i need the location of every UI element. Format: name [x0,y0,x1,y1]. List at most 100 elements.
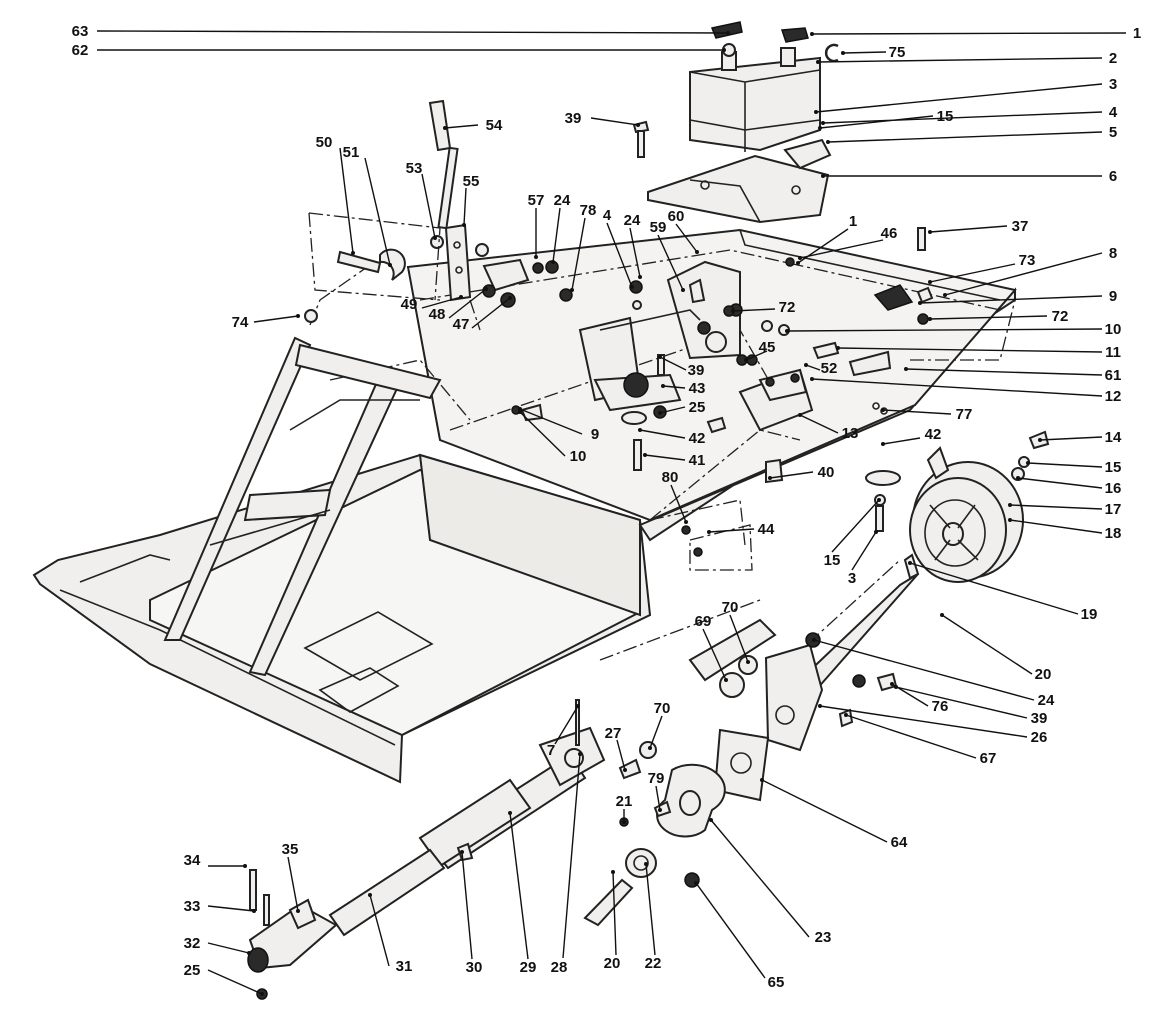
leader-dot [636,123,640,127]
callout-label-64: 64 [891,834,908,851]
callout-label-5: 5 [1109,124,1117,141]
leader-line [562,753,581,959]
callout-label-18: 18 [1105,525,1122,542]
callout-label-65: 65 [768,974,785,991]
leader-line [815,83,1103,113]
leader-dot [818,704,822,708]
callout-label-15: 15 [824,552,841,569]
battery-assembly [632,21,839,224]
leader-dot [1016,476,1020,480]
leader-dot [760,778,764,782]
leader-dot [798,413,802,417]
callout-label-11: 11 [1105,344,1121,361]
callout-label-54: 54 [486,117,503,134]
callout-label-17: 17 [1105,501,1122,518]
leader-line [253,315,299,323]
leader-dot [1026,461,1030,465]
leader-dot [821,121,825,125]
callout-label-37: 37 [1012,218,1029,235]
lower-drive-brackets [583,618,898,927]
callout-label-49: 49 [401,296,418,313]
callout-label-27: 27 [605,725,622,742]
leader-line [929,225,1008,233]
pulley-assembly [785,227,1050,692]
leader-line [369,894,390,967]
leader-line [851,531,877,571]
leader-dot [894,685,898,689]
upper-deck-housing [163,228,1017,677]
leader-line [837,347,1103,353]
leader-line [1009,519,1103,534]
leader-line [845,714,977,759]
leader-line [842,51,887,54]
callout-label-41: 41 [689,452,706,469]
leader-line [659,406,686,414]
leader-line [339,147,354,254]
callout-label-39: 39 [565,110,582,127]
leader-dot [443,126,447,130]
leader-line [519,408,583,435]
leader-dot [928,230,932,234]
leader-dot [260,992,264,996]
leader-dot [658,808,662,812]
leader-dot [661,384,665,388]
leader-dot [826,140,830,144]
callout-label-9: 9 [1109,288,1117,305]
leader-dot [551,260,555,264]
callout-label-48: 48 [429,306,446,323]
callout-label-46: 46 [881,225,898,242]
hopper-frame [32,287,1016,784]
callout-label-6: 6 [1109,168,1117,185]
callout-label-63: 63 [72,23,89,40]
leader-dot [768,476,772,480]
callout-label-13: 13 [842,425,859,442]
callout-label-59: 59 [650,219,667,236]
leader-line [645,863,656,956]
callout-label-52: 52 [821,360,838,377]
callout-label-70: 70 [722,599,739,616]
leader-line [448,288,487,319]
callout-label-75: 75 [889,44,906,61]
leader-line [702,628,727,681]
leader-line [639,429,686,439]
leader-dot [368,893,372,897]
leader-line [817,57,1103,63]
callout-label-79: 79 [648,770,665,787]
leader-line [1009,504,1103,510]
leader-line [941,614,1033,675]
callout-label-50: 50 [316,134,333,151]
leader-dot [644,862,648,866]
callout-label-25: 25 [184,962,201,979]
leader-line [813,639,1035,701]
leader-line [819,705,1028,738]
callout-label-4: 4 [603,207,612,224]
leader-dot [726,31,730,35]
leader-dot [814,110,818,114]
callout-label-30: 30 [466,959,483,976]
leader-line [1027,462,1103,468]
leader-dot [810,377,814,381]
leader-line [811,32,1127,35]
leader-line [909,562,1079,615]
leader-line [659,356,687,371]
leader-dot [460,850,464,854]
leader-line [421,173,436,239]
leader-line [616,739,626,771]
callout-label-15: 15 [937,108,954,125]
leader-dot [638,275,642,279]
leader-line [882,409,952,415]
callout-label-22: 22 [645,955,662,972]
leader-dot [709,818,713,822]
leader-dot [707,530,711,534]
leader-dot [731,309,735,313]
leader-dot [658,355,662,359]
leader-line [655,785,661,811]
leader-dot [841,51,845,55]
callout-label-14: 14 [1105,429,1122,446]
callout-label-2: 2 [1109,50,1117,67]
callout-label-3: 3 [848,570,856,587]
callout-label-1: 1 [1133,25,1141,42]
leader-line [644,454,686,461]
callout-label-47: 47 [453,316,470,333]
